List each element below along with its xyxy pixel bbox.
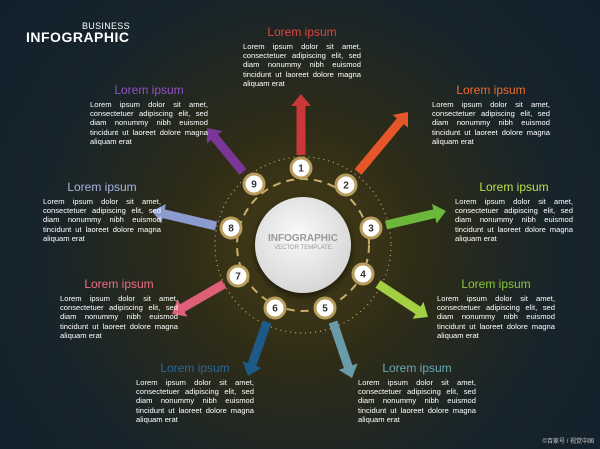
badge-number: 4 bbox=[360, 270, 366, 281]
block-body: Lorem ipsum dolor sit amet, consectetuer… bbox=[437, 294, 555, 340]
block-body: Lorem ipsum dolor sit amet, consectetuer… bbox=[455, 197, 573, 243]
badge-number: 2 bbox=[343, 181, 349, 192]
block-body: Lorem ipsum dolor sit amet, consectetuer… bbox=[358, 378, 476, 424]
block-title: Lorem ipsum bbox=[267, 25, 337, 39]
number-badge: 5 bbox=[313, 296, 337, 320]
block-body: Lorem ipsum dolor sit amet, consectetuer… bbox=[90, 100, 208, 146]
number-badge: 7 bbox=[226, 264, 250, 288]
number-badge: 1 bbox=[289, 156, 313, 180]
badge-number: 5 bbox=[322, 304, 328, 315]
arrow-4-icon bbox=[375, 280, 428, 319]
badge-number: 7 bbox=[235, 272, 241, 283]
dotted-ring bbox=[214, 156, 392, 334]
arrow-1-icon bbox=[291, 94, 311, 155]
arrow-8-icon bbox=[152, 204, 218, 231]
arrow-9-icon bbox=[206, 128, 247, 175]
badge-circle bbox=[289, 156, 313, 180]
arrow-3-icon bbox=[384, 203, 446, 230]
block-title: Lorem ipsum bbox=[67, 180, 137, 194]
badge-circle bbox=[226, 264, 250, 288]
number-badge: 4 bbox=[351, 262, 375, 286]
badge-circle bbox=[242, 172, 266, 196]
number-badge: 6 bbox=[263, 296, 287, 320]
badge-circle bbox=[219, 216, 243, 240]
center-title: INFOGRAPHIC bbox=[268, 233, 338, 244]
logo-main: INFOGRAPHIC bbox=[26, 29, 130, 45]
logo-top: BUSINESS bbox=[82, 21, 130, 31]
number-badge: 2 bbox=[334, 173, 358, 197]
badge-circle bbox=[313, 296, 337, 320]
block-body: Lorem ipsum dolor sit amet, consectetuer… bbox=[60, 294, 178, 340]
badge-circle bbox=[334, 173, 358, 197]
center-subtitle: VECTOR TEMPLATE bbox=[274, 245, 332, 251]
number-badge: 3 bbox=[359, 216, 383, 240]
block-title: Lorem ipsum bbox=[114, 83, 184, 97]
badge-circle bbox=[263, 296, 287, 320]
block-body: Lorem ipsum dolor sit amet, consectetuer… bbox=[136, 378, 254, 424]
arrow-7-icon bbox=[172, 280, 227, 317]
badge-number: 8 bbox=[228, 224, 234, 235]
block-body: Lorem ipsum dolor sit amet, consectetuer… bbox=[43, 197, 161, 243]
badge-number: 9 bbox=[251, 180, 257, 191]
number-badge: 9 bbox=[242, 172, 266, 196]
block-title: Lorem ipsum bbox=[382, 361, 452, 375]
arrow-6-icon bbox=[242, 320, 272, 376]
block-title: Lorem ipsum bbox=[461, 277, 531, 291]
badge-circle bbox=[359, 216, 383, 240]
block-title: Lorem ipsum bbox=[160, 361, 230, 375]
badge-number: 3 bbox=[368, 224, 374, 235]
arrow-5-icon bbox=[328, 320, 358, 378]
number-badge: 8 bbox=[219, 216, 243, 240]
badge-number: 1 bbox=[298, 164, 304, 175]
badge-number: 6 bbox=[272, 304, 278, 315]
block-title: Lorem ipsum bbox=[456, 83, 526, 97]
block-title: Lorem ipsum bbox=[84, 277, 154, 291]
badge-circle bbox=[351, 262, 375, 286]
block-body: Lorem ipsum dolor sit amet, consectetuer… bbox=[432, 100, 550, 146]
watermark: ©百家号 / 视觉中国 bbox=[542, 439, 594, 445]
block-title: Lorem ipsum bbox=[479, 180, 549, 194]
arrow-2-icon bbox=[354, 112, 408, 175]
center-circle: INFOGRAPHIC VECTOR TEMPLATE bbox=[255, 197, 351, 293]
block-body: Lorem ipsum dolor sit amet, consectetuer… bbox=[243, 42, 361, 88]
